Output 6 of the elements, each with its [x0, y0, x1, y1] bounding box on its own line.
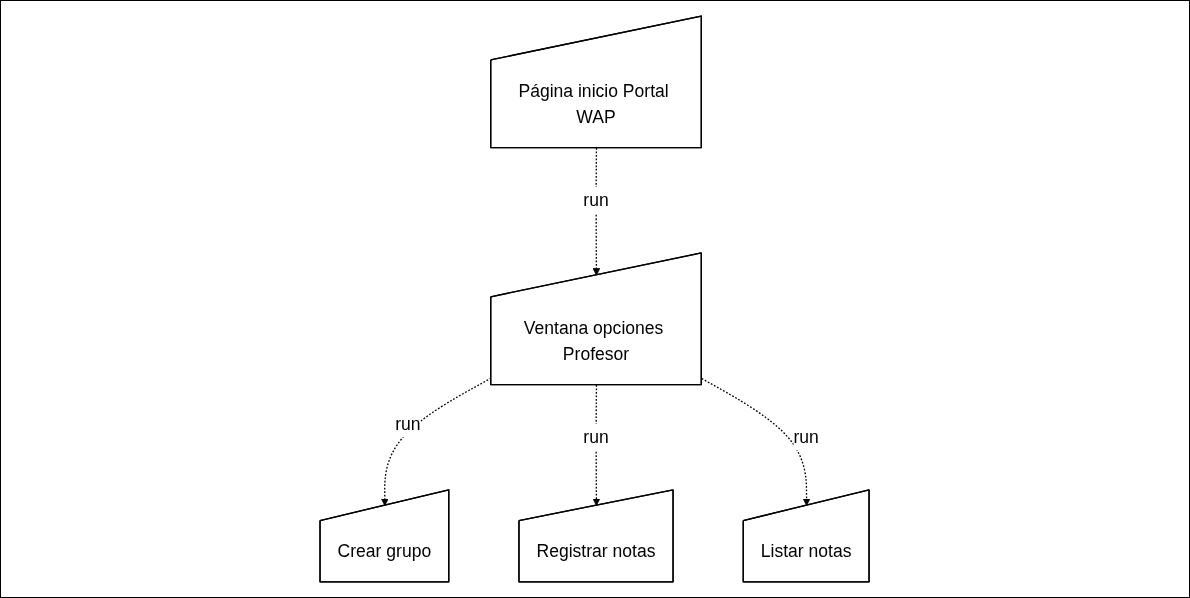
edge-label: run [793, 427, 820, 447]
edge-label: run [395, 414, 421, 434]
edge-label: run [583, 190, 610, 210]
arrow [381, 377, 493, 506]
edge-label: run [583, 427, 610, 447]
arrow [701, 377, 811, 506]
